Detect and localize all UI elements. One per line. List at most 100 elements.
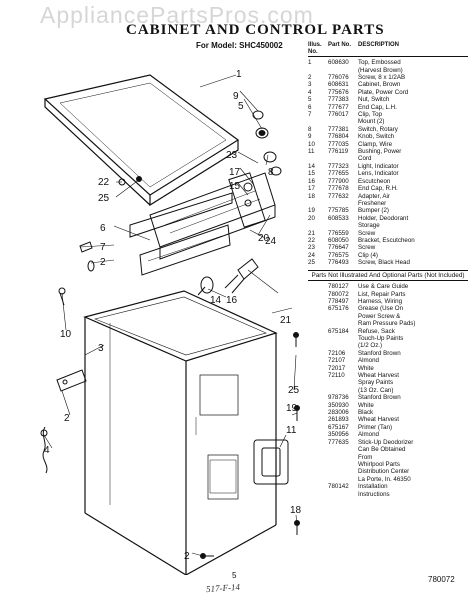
switch-knob — [252, 110, 282, 176]
table-cell — [308, 468, 328, 475]
table-cell: 776559 — [328, 229, 349, 237]
table-cell: Holder, Deodorant — [358, 214, 409, 222]
callout: 23 — [226, 150, 238, 161]
table-cell: La Porte, In. 46350 — [358, 475, 411, 483]
table-cell — [308, 365, 328, 372]
table-cell — [328, 335, 358, 342]
doc-number: 780072 — [428, 575, 455, 584]
table-cell — [308, 483, 328, 490]
callout: 20 — [258, 233, 270, 244]
table-cell: 776076 — [328, 74, 349, 81]
table-cell — [328, 155, 358, 162]
leader-lines — [43, 74, 298, 557]
table-cell: Use & Care Guide — [358, 283, 409, 291]
table-cell: End Cap, R.H. — [358, 185, 398, 193]
table-cell: Cord — [358, 155, 372, 163]
table-cell: 978736 — [328, 394, 349, 402]
table-cell: Clamp, Wire — [358, 140, 393, 148]
table-cell: Whirlpool Parts — [358, 460, 400, 468]
table-cell — [308, 394, 328, 401]
table-row: Touch-Up Paints — [308, 335, 468, 342]
table-cell — [308, 409, 328, 416]
table-cell — [308, 476, 328, 483]
table-cell: 350956 — [328, 431, 349, 439]
callout: 17 — [229, 167, 241, 178]
table-cell — [328, 387, 358, 394]
table-row: (13 Oz. Can) — [308, 387, 468, 394]
col-part: Part No. — [328, 42, 352, 48]
table-cell: 608533 — [328, 214, 349, 222]
table-cell — [308, 328, 328, 335]
table-row: 20 608533 Holder, Deodorant — [308, 215, 468, 222]
callout-numbers: 1 9 5 23 8 17 15 22 25 20 6 24 7 2 16 14… — [44, 69, 302, 562]
table-cell — [328, 491, 358, 498]
table-cell: 10 — [308, 140, 315, 148]
table-cell: White — [358, 364, 374, 372]
table-cell: 608630 — [328, 59, 349, 67]
table-cell — [328, 461, 358, 468]
callout: 1 — [236, 69, 242, 80]
table-cell: Black — [358, 409, 374, 417]
table-cell: 22 — [308, 236, 315, 244]
table-cell: 777677 — [328, 103, 349, 111]
table-cell — [308, 291, 328, 298]
table-cell: 14 — [308, 162, 315, 170]
table-cell: Power Screw & — [358, 312, 401, 320]
table-cell: Primer (Tan) — [358, 423, 393, 431]
table-cell: 3 — [308, 81, 312, 89]
table-cell — [308, 350, 328, 357]
table-cell — [328, 67, 358, 74]
table-cell — [308, 387, 328, 394]
table-cell — [308, 402, 328, 409]
table-cell: Can Be Obtained — [358, 446, 406, 454]
escutcheon-bracket — [118, 178, 233, 276]
table-cell: 6 — [308, 103, 312, 111]
table-row: Spray Paints — [308, 379, 468, 386]
table-cell: 23 — [308, 244, 315, 252]
table-cell: Light, Indicator — [358, 162, 399, 170]
page-title: CABINET AND CONTROL PARTS — [126, 22, 385, 38]
table-row: Mount (2) — [308, 118, 468, 125]
power-cord-plate — [40, 287, 87, 474]
callout: 14 — [210, 295, 222, 306]
table-cell: White — [358, 401, 374, 409]
table-cell: 777632 — [328, 192, 349, 200]
table-cell: Spray Paints — [358, 379, 394, 387]
callout: 16 — [226, 295, 238, 306]
callout: 25 — [288, 385, 300, 396]
table-cell: 72106 — [328, 349, 346, 357]
table-cell: Adapter, Air — [358, 192, 390, 200]
table-cell: Grease (Use On — [358, 305, 404, 313]
table-cell: 675176 — [328, 305, 349, 313]
table-cell: (Harvest Brown) — [358, 66, 403, 74]
table-cell: 20 — [308, 214, 315, 222]
table-cell — [308, 416, 328, 423]
table-cell: 8 — [308, 125, 312, 133]
callout: 21 — [280, 315, 292, 326]
table-cell — [308, 372, 328, 379]
callout: 4 — [44, 445, 50, 456]
table-cell: 4 — [308, 88, 312, 96]
table-row: 675176 Grease (Use On — [308, 305, 468, 312]
table-cell: Ram Pressure Pads) — [358, 320, 416, 328]
table-cell: 776017 — [328, 111, 349, 119]
table-cell: Distribution Center — [358, 468, 410, 476]
deodorant-holder — [253, 439, 289, 485]
table-row: Freshener — [308, 200, 468, 207]
table-cell: Screw — [358, 244, 376, 252]
table-cell: Lens, Indicator — [358, 170, 399, 178]
table-cell — [308, 67, 328, 74]
table-cell — [308, 446, 328, 453]
